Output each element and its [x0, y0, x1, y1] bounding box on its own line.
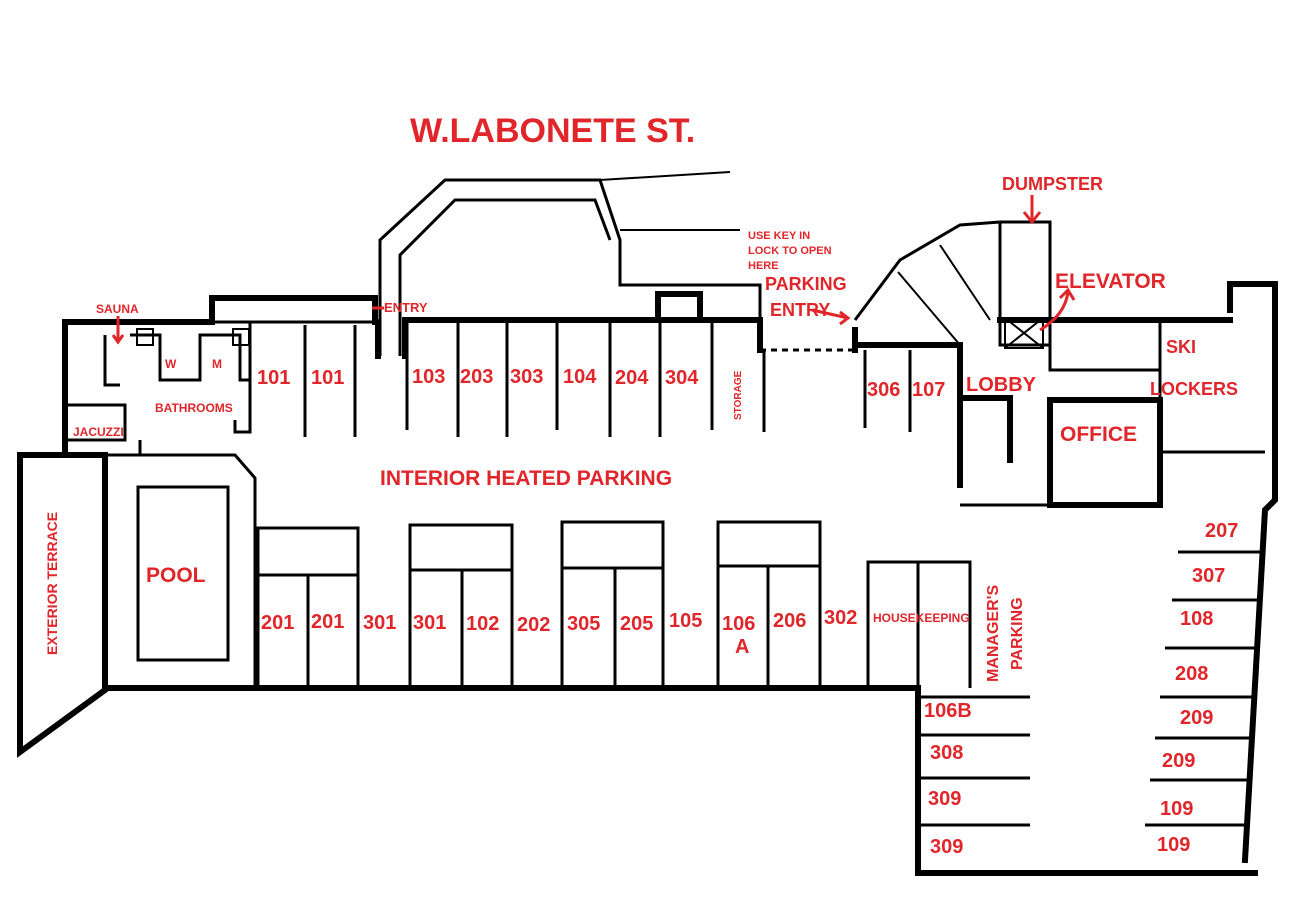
stall-number: 208 [1175, 663, 1208, 685]
label-women: W [165, 357, 177, 371]
label-bathrooms: BATHROOMS [155, 401, 233, 415]
stall-number: 206 [773, 610, 806, 632]
stall-number: 101 [311, 367, 344, 389]
stall-number: 108 [1180, 608, 1213, 630]
key-note: HERE [748, 260, 779, 272]
label-dumpster: DUMPSTER [1002, 174, 1103, 194]
top-stall-numbers: 101 101 103 203 303 104 204 304 306 107 [257, 366, 945, 401]
stall-number: 201 [311, 611, 344, 633]
stall-number: 309 [930, 836, 963, 858]
labels: W.LABONETE ST. SAUNA W M BATHROOMS JACUZ… [44, 112, 1238, 682]
label-jacuzzi: JACUZZI [73, 425, 124, 439]
stall-number: 205 [620, 613, 653, 635]
stall-number: 106 [722, 613, 755, 635]
stall-number: 301 [413, 612, 446, 634]
label-sauna: SAUNA [96, 302, 139, 316]
key-note: USE KEY IN [748, 230, 810, 242]
stall-number: 107 [912, 379, 945, 401]
label-parking-entry: PARKING [765, 274, 847, 294]
label-lockers: LOCKERS [1150, 379, 1238, 399]
stall-number: A [735, 636, 749, 658]
label-pool: POOL [146, 564, 206, 587]
label-exterior-terrace: EXTERIOR TERRACE [44, 512, 60, 655]
stall-number: 309 [928, 788, 961, 810]
stall-number: 306 [867, 379, 900, 401]
stall-number: 302 [824, 607, 857, 629]
stall-number: 103 [412, 366, 445, 388]
stall-number: 102 [466, 613, 499, 635]
label-managers-parking: MANAGER'S [985, 585, 1002, 682]
stall-number: 201 [261, 612, 294, 634]
stall-number: 305 [567, 613, 600, 635]
stall-number: 303 [510, 366, 543, 388]
stall-number: 209 [1180, 707, 1213, 729]
label-elevator: ELEVATOR [1055, 270, 1166, 293]
top-stall-lines [303, 320, 912, 437]
arrows [111, 195, 1076, 345]
stall-number: 307 [1192, 565, 1225, 587]
label-parking-entry: ENTRY [770, 300, 830, 320]
stall-number: 104 [563, 366, 597, 388]
label-interior-parking: INTERIOR HEATED PARKING [380, 467, 672, 490]
label-housekeeping: HOUSEKEEPING [873, 611, 970, 625]
stall-number: 304 [665, 367, 699, 389]
right-stall-lines [918, 550, 1265, 827]
label-storage: STORAGE [733, 370, 744, 420]
right-stall-numbers: 207 307 108 208 209 209 109 109 [1157, 520, 1238, 856]
stall-number: 207 [1205, 520, 1238, 542]
stall-number: 203 [460, 366, 493, 388]
stall-number: 204 [615, 367, 649, 389]
label-ski: SKI [1166, 337, 1196, 357]
bottom-stall-lines [256, 520, 972, 688]
lower-left-stall-numbers: 106B 308 309 309 [924, 700, 972, 858]
stall-number: 209 [1162, 750, 1195, 772]
stall-number: 101 [257, 367, 290, 389]
label-managers-parking: PARKING [1009, 597, 1026, 670]
stall-number: 308 [930, 742, 963, 764]
stall-number: 109 [1157, 834, 1190, 856]
label-entry: ENTRY [384, 300, 428, 315]
stall-number: 301 [363, 612, 396, 634]
label-office: OFFICE [1060, 423, 1137, 446]
label-lobby: LOBBY [966, 374, 1037, 396]
street-name: W.LABONETE ST. [410, 112, 695, 150]
stall-number: 105 [669, 610, 702, 632]
bottom-stall-numbers: 201 201 301 301 102 202 305 205 105 106 … [261, 607, 857, 658]
stall-number: 106B [924, 700, 972, 722]
label-men: M [212, 357, 222, 371]
key-note: LOCK TO OPEN [748, 245, 832, 257]
stall-number: 202 [517, 614, 550, 636]
stall-number: 109 [1160, 798, 1193, 820]
